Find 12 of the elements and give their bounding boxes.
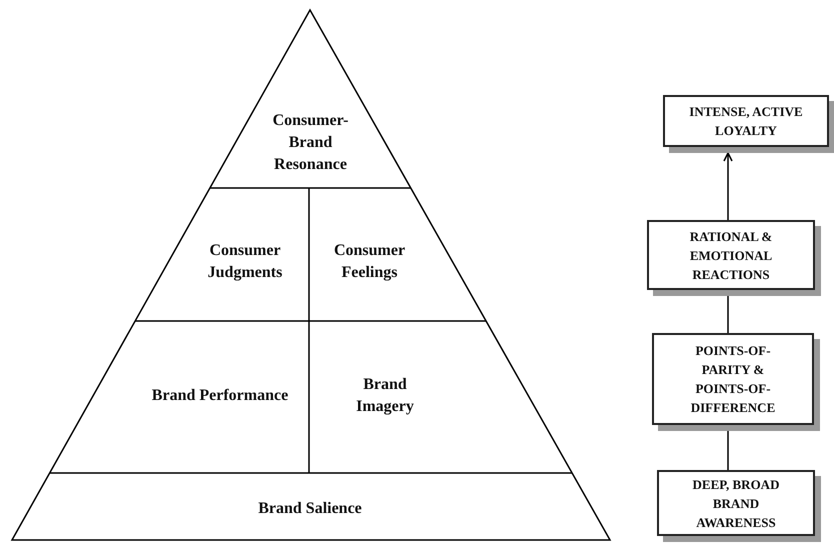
- pyramid-level-label: Consumer-Brand Resonance: [272, 110, 350, 174]
- connector-line: [727, 296, 729, 333]
- pyramid-level-label: Brand Imagery: [355, 375, 415, 417]
- stage-label: POINTS-OF-PARITY & POINTS-OF-DIFFERENCE: [690, 342, 776, 417]
- stage-label: RATIONAL & EMOTIONAL REACTIONS: [688, 228, 774, 284]
- stage-label: DEEP, BROAD BRAND AWARENESS: [692, 476, 780, 532]
- connector-line: [727, 431, 729, 470]
- pyramid-level-label: Brand Salience: [258, 499, 362, 519]
- pyramid-level-label: Brand Performance: [152, 386, 288, 406]
- pyramid-level-label: Consumer Judgments: [206, 241, 284, 283]
- stage-label: INTENSE, ACTIVE LOYALTY: [688, 103, 804, 140]
- pyramid-level-label: Consumer Feelings: [332, 241, 406, 283]
